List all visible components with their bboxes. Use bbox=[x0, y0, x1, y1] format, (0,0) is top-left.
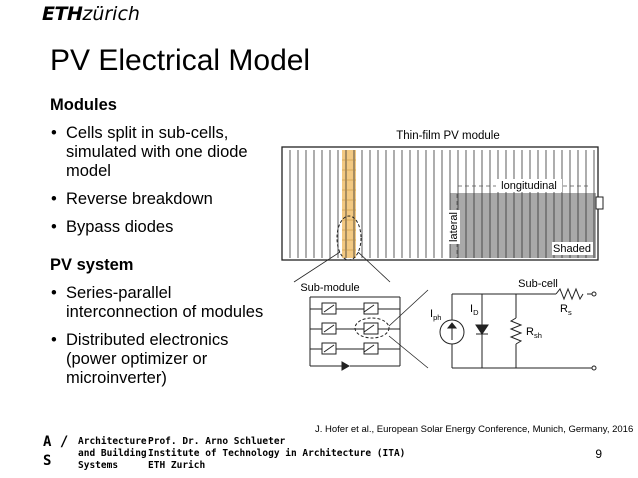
citation: J. Hofer et al., European Solar Energy C… bbox=[315, 424, 634, 435]
longitudinal-label: longitudinal bbox=[501, 180, 557, 192]
submodule-label: Sub-module bbox=[300, 282, 359, 294]
zoom-line-left bbox=[293, 251, 341, 283]
subcell-highlight-ellipse bbox=[336, 215, 362, 261]
rs-label: Rs bbox=[560, 303, 572, 317]
zoom-line-right bbox=[357, 251, 391, 283]
zoom-line-subcell-bottom bbox=[388, 335, 429, 369]
bullet-item: Bypass diodes bbox=[50, 218, 275, 237]
shaded-label: Shaded bbox=[553, 243, 591, 255]
as-logo-line2: S bbox=[43, 453, 52, 469]
id-label: ID bbox=[470, 303, 479, 317]
module-title: Thin-film PV module bbox=[396, 130, 500, 142]
highlighted-cell-column bbox=[342, 150, 356, 258]
shaded-label-bg bbox=[552, 242, 593, 255]
lateral-label-bg bbox=[447, 210, 460, 244]
bullet-item: Cells split in sub-cells, simulated with… bbox=[50, 124, 275, 181]
as-logo-line1: A / bbox=[43, 434, 69, 450]
footer-line: and Building bbox=[78, 448, 147, 459]
footer-chair-name: Architecture and Building Systems bbox=[78, 436, 147, 472]
bullet-item: Series-parallel interconnection of modul… bbox=[50, 284, 275, 322]
zoom-line-subcell-top bbox=[388, 289, 429, 327]
rsh-label: Rsh bbox=[526, 326, 542, 340]
as-logo: A / S bbox=[43, 433, 68, 471]
modules-heading: Modules bbox=[50, 96, 117, 114]
footer-line: Institute of Technology in Architecture … bbox=[148, 448, 406, 459]
junction-box bbox=[595, 196, 604, 210]
modules-bullet-list: Cells split in sub-cells, simulated with… bbox=[50, 124, 275, 246]
iph-label: Iph bbox=[430, 308, 441, 322]
logo-zurich: zürich bbox=[82, 3, 140, 25]
logo-eth: ETH bbox=[42, 3, 83, 25]
pv-system-bullet-list: Series-parallel interconnection of modul… bbox=[50, 284, 275, 397]
bullet-item: Reverse breakdown bbox=[50, 190, 275, 209]
footer-line: Prof. Dr. Arno Schlueter bbox=[148, 436, 286, 447]
subcell-label: Sub-cell bbox=[518, 278, 558, 290]
pv-system-heading: PV system bbox=[50, 256, 134, 274]
slide-title: PV Electrical Model bbox=[50, 44, 311, 77]
cell-column-lines bbox=[289, 150, 595, 258]
page-number: 9 bbox=[595, 447, 602, 461]
lateral-label: lateral bbox=[448, 212, 460, 242]
footer-professor-info: Prof. Dr. Arno Schlueter Institute of Te… bbox=[148, 436, 405, 472]
longitudinal-label-bg bbox=[496, 179, 562, 192]
footer-line: Architecture bbox=[78, 436, 147, 447]
eth-zurich-logo: ETHzürich bbox=[42, 3, 140, 25]
footer-line: ETH Zurich bbox=[148, 460, 206, 471]
subcell-circuit bbox=[439, 287, 597, 371]
footer-line: Systems bbox=[78, 460, 119, 471]
pv-module-diagram: Thin-film PV module longitudinal lateral… bbox=[281, 130, 604, 371]
submodule-circuit bbox=[309, 296, 401, 371]
pv-module-figure: Thin-film PV module longitudinal lateral… bbox=[270, 122, 626, 380]
bullet-item: Distributed electronics (power optimizer… bbox=[50, 331, 275, 388]
